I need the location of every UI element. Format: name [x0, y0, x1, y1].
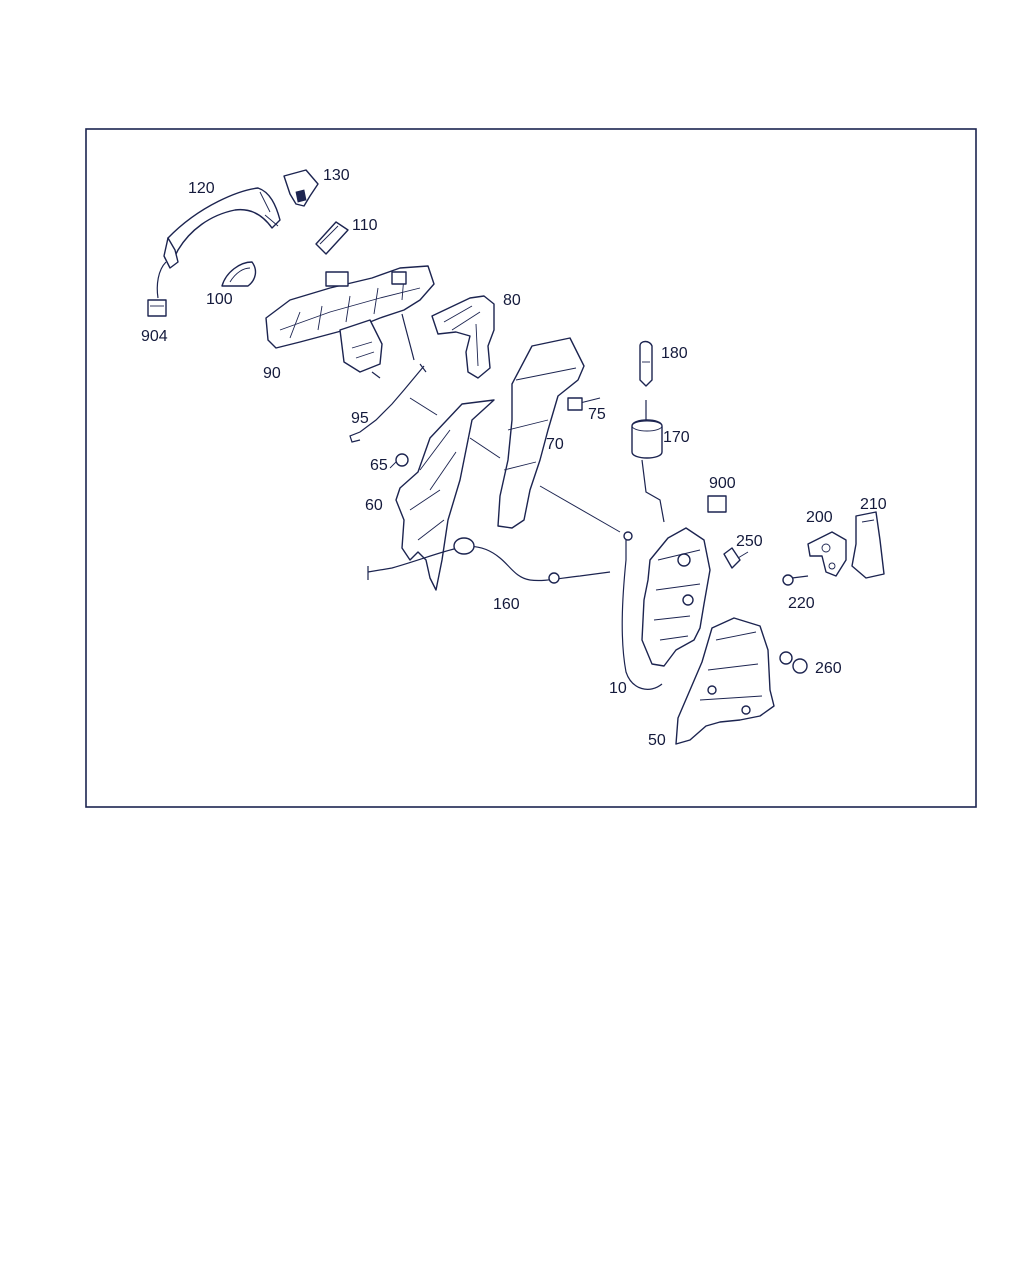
callout-70: 70	[546, 436, 564, 453]
handle-cap-part	[283, 169, 319, 207]
callout-110: 110	[352, 217, 378, 234]
callout-260: 260	[815, 660, 842, 677]
callout-120: 120	[188, 180, 215, 197]
callout-210: 210	[860, 496, 887, 513]
trim-panel-part	[497, 337, 585, 529]
callout-80: 80	[503, 292, 521, 309]
callout-90: 90	[263, 365, 281, 382]
striker-part	[807, 531, 847, 577]
callout-65: 65	[370, 457, 388, 474]
operating-rod-part	[349, 363, 427, 443]
outer-door-handle-part	[156, 187, 281, 299]
callout-200: 200	[806, 509, 833, 526]
connector-900-part	[707, 495, 727, 513]
inner-bracket-part	[395, 399, 495, 591]
callout-900: 900	[709, 475, 736, 492]
callout-50: 50	[648, 732, 666, 749]
callout-220: 220	[788, 595, 815, 612]
handle-carrier-part	[265, 265, 435, 379]
callout-labels: 120 130 110 100 904 90 80 95 65 60 70 75…	[141, 167, 887, 749]
callout-100: 100	[206, 291, 233, 308]
bracket-part	[431, 295, 495, 379]
callout-904: 904	[141, 328, 168, 345]
callout-180: 180	[661, 345, 688, 362]
door-lock-part	[621, 527, 711, 690]
callout-10: 10	[609, 680, 627, 697]
handle-seal-part	[221, 261, 257, 287]
callout-160: 160	[493, 596, 520, 613]
lock-pin-part	[639, 340, 653, 387]
callout-170: 170	[663, 429, 690, 446]
callout-95: 95	[351, 410, 369, 427]
striker-cover-part	[851, 511, 885, 579]
diagram-frame	[85, 128, 977, 808]
lock-cylinder-part	[631, 400, 665, 523]
callout-130: 130	[323, 167, 350, 184]
callout-250: 250	[736, 533, 763, 550]
clip-75-part	[567, 397, 583, 411]
screw-220-part	[782, 574, 809, 586]
gasket-part	[315, 221, 349, 255]
screw-250-part	[723, 547, 749, 569]
screw-260-part	[779, 651, 808, 674]
callout-75: 75	[588, 406, 606, 423]
screw-65-part	[389, 453, 409, 469]
callout-60: 60	[365, 497, 383, 514]
lock-cover-part	[675, 617, 775, 745]
connector-part	[147, 299, 167, 317]
release-cable-part	[367, 537, 611, 584]
